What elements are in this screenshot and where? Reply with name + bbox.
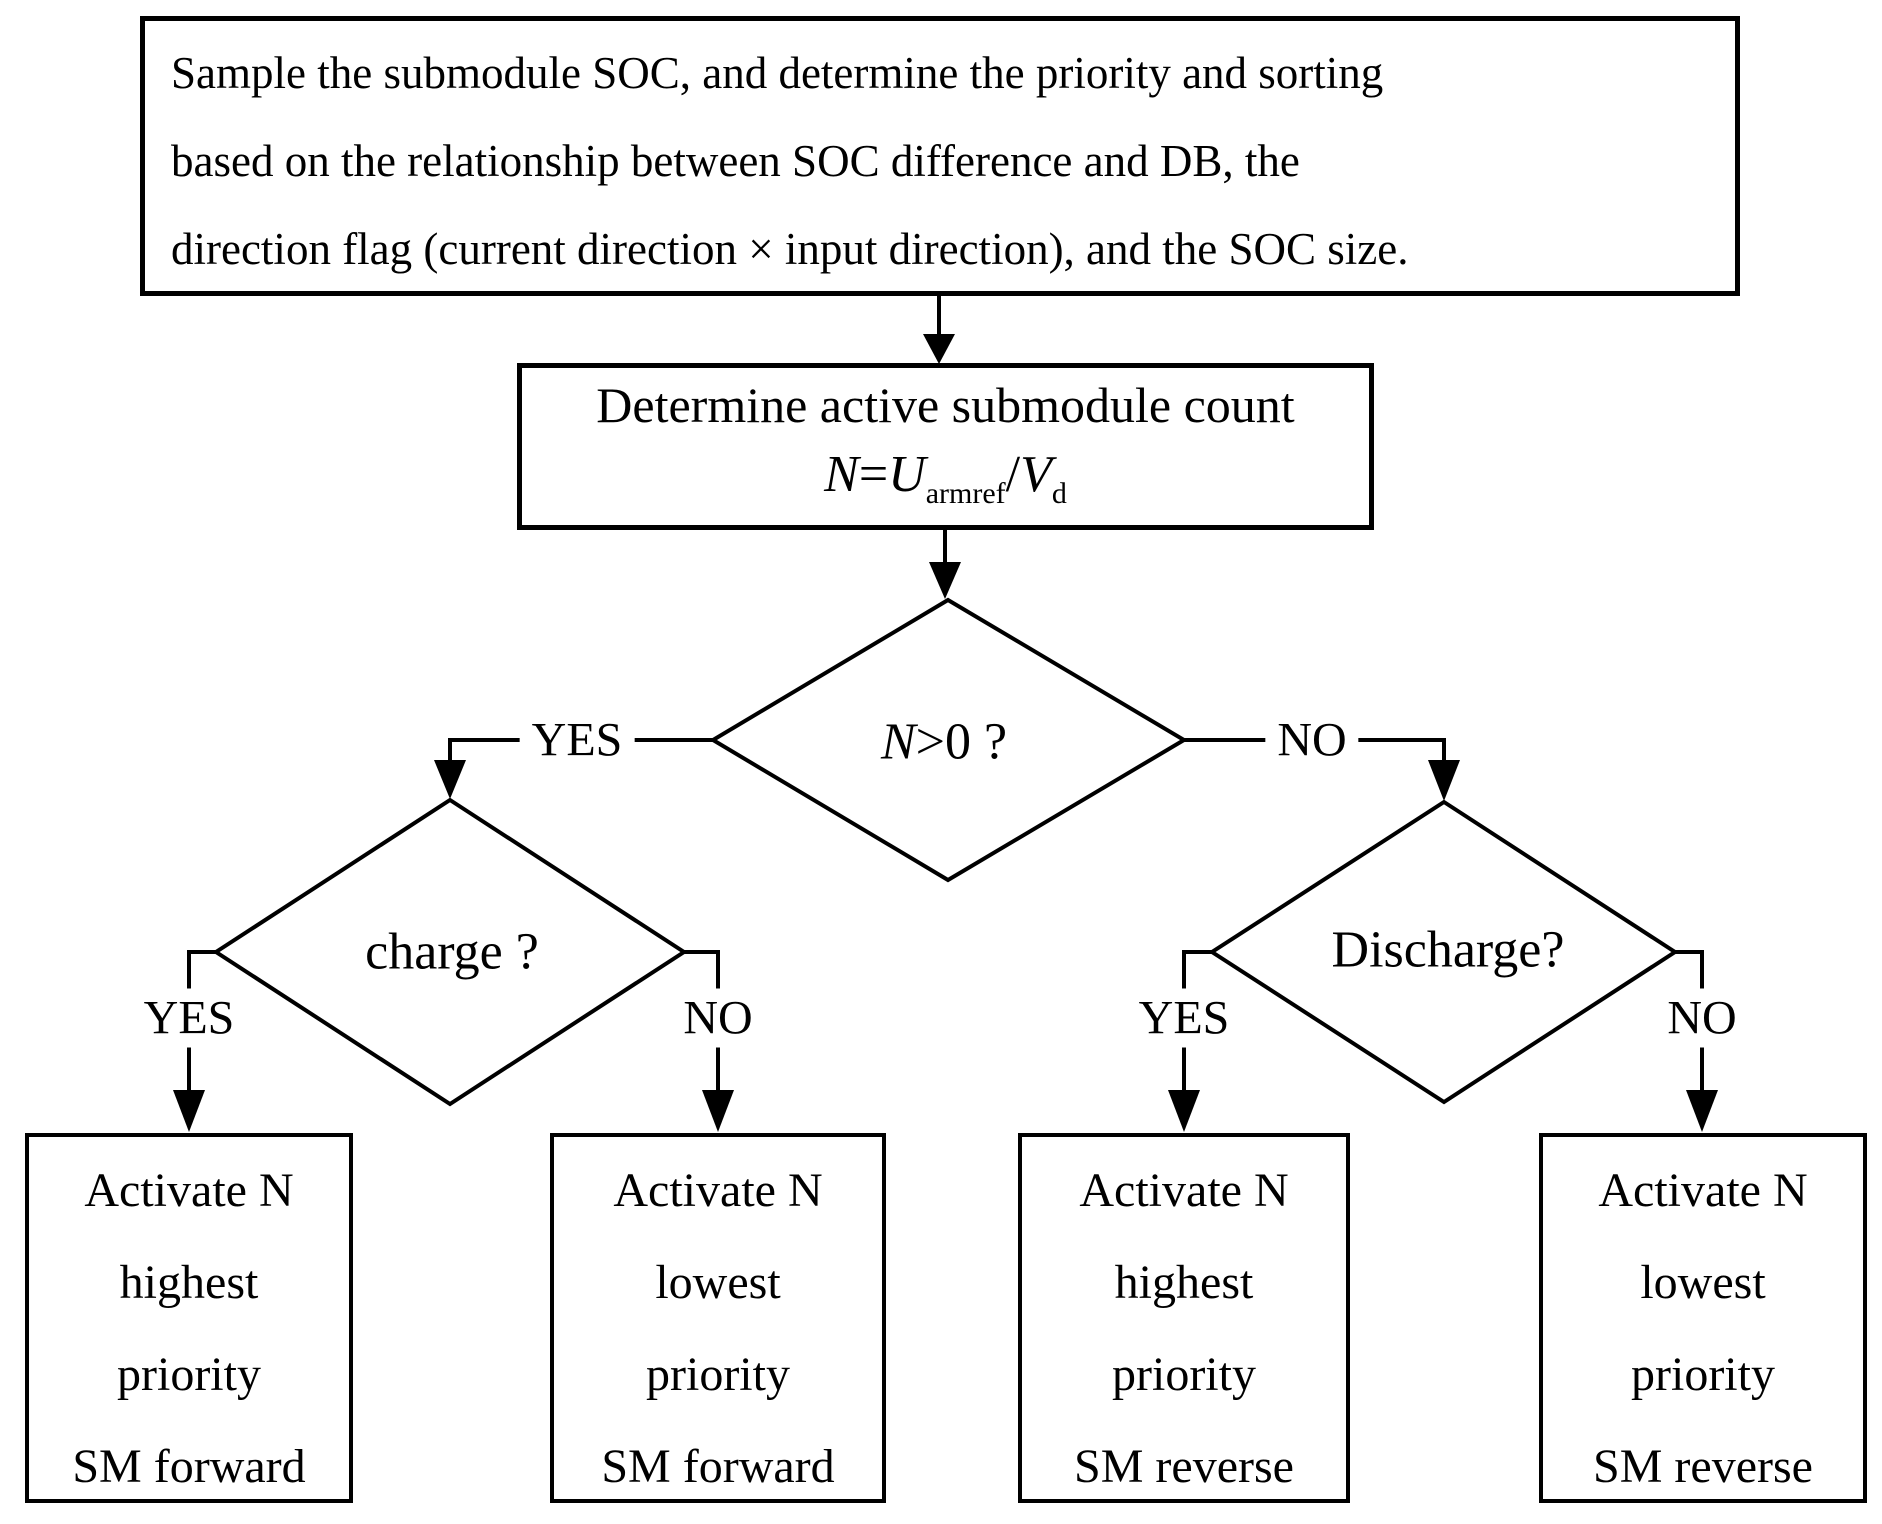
action-box-lowest-forward: Activate N lowest priority SM forward xyxy=(550,1133,886,1503)
action-line: lowest xyxy=(655,1256,781,1309)
action-line: SM reverse xyxy=(1074,1440,1294,1493)
action-line: Activate N xyxy=(613,1164,823,1217)
action-line: highest xyxy=(119,1256,259,1309)
start-box-line: Sample the submodule SOC, and determine … xyxy=(171,48,1384,98)
formula-sub-d: d xyxy=(1051,477,1067,510)
arrowhead-down xyxy=(1428,760,1460,801)
action-line: highest xyxy=(1114,1256,1254,1309)
decision-discharge-no-label: NO xyxy=(1655,988,1749,1048)
action-line: SM forward xyxy=(72,1440,306,1493)
arrowhead-down xyxy=(923,334,955,364)
decision-n-condition: >0 ? xyxy=(915,713,1008,771)
action-line: Activate N xyxy=(1598,1164,1808,1217)
arrowhead-down xyxy=(1686,1090,1718,1132)
action-line: lowest xyxy=(1640,1256,1766,1309)
arrowhead-down xyxy=(173,1090,205,1132)
action-box-lowest-reverse: Activate N lowest priority SM reverse xyxy=(1539,1133,1867,1503)
decision-charge-no-label: NO xyxy=(671,988,765,1048)
action-line: priority xyxy=(646,1348,790,1401)
arrowhead-down xyxy=(434,760,466,799)
arrow-start-to-count xyxy=(923,295,955,364)
action-line: priority xyxy=(117,1348,261,1401)
start-box: Sample the submodule SOC, and determine … xyxy=(140,16,1740,296)
count-box: Determine active submodule count N=Uarmr… xyxy=(517,363,1374,530)
action-line: Activate N xyxy=(1079,1164,1289,1217)
action-box-highest-forward: Activate N highest priority SM forward xyxy=(25,1133,353,1503)
decision-n-variable: N xyxy=(880,713,916,771)
arrowhead-down xyxy=(929,562,961,599)
decision-discharge-label: Discharge? xyxy=(1331,921,1565,979)
action-line: SM reverse xyxy=(1593,1440,1813,1493)
decision-discharge-yes-label: YES xyxy=(1126,988,1242,1048)
decision-charge-yes-label: YES xyxy=(131,988,247,1048)
decision-n-no-label: NO xyxy=(1265,710,1359,770)
action-line: priority xyxy=(1631,1348,1775,1401)
action-line: SM forward xyxy=(601,1440,835,1493)
arrowhead-down xyxy=(702,1090,734,1132)
start-box-line: based on the relationship between SOC di… xyxy=(171,136,1300,186)
start-box-line: direction flag (current direction × inpu… xyxy=(171,224,1409,274)
action-line: priority xyxy=(1112,1348,1256,1401)
decision-n-label: N>0 ? xyxy=(881,713,1007,772)
formula-sub-armref: armref xyxy=(925,477,1006,510)
formula-equals: = xyxy=(858,446,889,503)
count-box-title: Determine active submodule count xyxy=(596,377,1295,433)
formula-var-u: U xyxy=(888,446,926,503)
decision-charge-diamond xyxy=(212,797,688,1107)
formula-var-v: V xyxy=(1020,446,1052,503)
formula-var-n: N xyxy=(824,446,859,503)
decision-n-yes-label: YES xyxy=(519,710,635,770)
formula-slash: / xyxy=(1005,446,1021,503)
count-box-formula: N=Uarmref/Vd xyxy=(522,436,1369,533)
decision-charge-label: charge ? xyxy=(365,923,539,981)
decision-n-diamond xyxy=(709,597,1188,883)
decision-discharge-diamond xyxy=(1208,799,1679,1105)
arrow-count-to-decision-n xyxy=(929,530,961,599)
arrowhead-down xyxy=(1168,1090,1200,1132)
action-box-highest-reverse: Activate N highest priority SM reverse xyxy=(1018,1133,1350,1503)
action-line: Activate N xyxy=(84,1164,294,1217)
